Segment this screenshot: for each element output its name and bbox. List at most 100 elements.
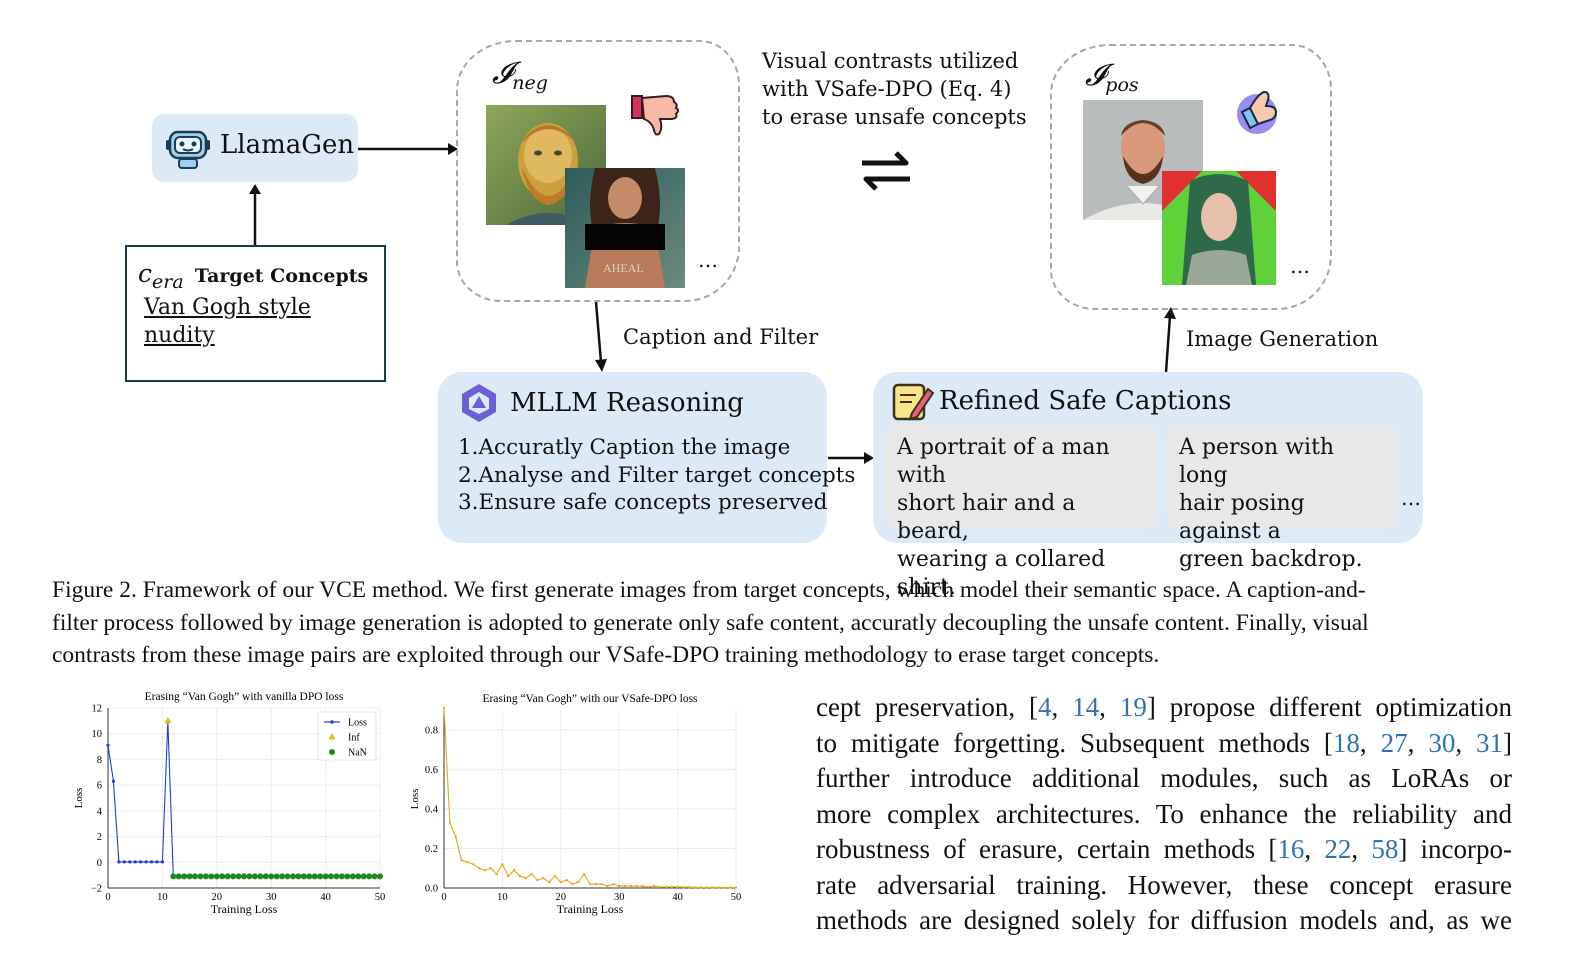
nan-marker: [241, 873, 247, 880]
y-tick-label: 10: [92, 729, 103, 740]
data-point: [658, 885, 662, 889]
nan-marker: [306, 873, 313, 880]
arrow-neg-to-mllm: [594, 301, 607, 372]
series-line: [107, 720, 174, 877]
arrow-mllm-to-refined: [828, 452, 874, 464]
data-point: [477, 867, 481, 870]
nan-marker: [246, 873, 253, 880]
x-tick-label: 50: [375, 892, 386, 903]
x-tick-label: 40: [672, 892, 683, 903]
data-point: [653, 884, 656, 888]
thumbs-up-icon: [1237, 90, 1278, 134]
y-tick-label: 0.2: [425, 844, 438, 855]
chart-title: Erasing “Van Gogh” with our VSafe-DPO lo…: [482, 693, 698, 705]
data-point: [606, 884, 609, 888]
x-tick-label: 30: [266, 892, 277, 903]
swap-arrows-icon: [862, 151, 910, 191]
citation-link[interactable]: 19: [1119, 692, 1147, 722]
target-symbol: c: [138, 259, 153, 288]
x-tick-label: 0: [441, 892, 446, 903]
citation-link[interactable]: 27: [1380, 727, 1408, 758]
citation-link[interactable]: 14: [1072, 692, 1100, 722]
data-point: [106, 743, 110, 747]
nan-marker: [344, 873, 351, 880]
data-point: [507, 874, 510, 878]
thumbs-down-icon: [631, 94, 679, 136]
neg-symbol: 𝓘: [492, 56, 513, 91]
nan-marker: [224, 873, 231, 880]
nan-marker: [300, 873, 307, 880]
memo-pencil-icon: [892, 383, 934, 421]
legend-box: [317, 711, 377, 761]
data-point: [647, 885, 650, 889]
data-point: [149, 860, 154, 864]
x-tick-label: 10: [497, 892, 508, 903]
mllm-step: 2.Analyse and Filter target concepts: [458, 462, 856, 488]
data-point: [559, 880, 562, 884]
series-line: [443, 707, 736, 889]
data-point: [448, 821, 452, 824]
data-point: [547, 880, 551, 884]
nan-marker: [170, 873, 177, 880]
image-generation-label: Image Generation: [1186, 327, 1379, 351]
nan-marker: [230, 873, 237, 880]
nan-marker: [208, 873, 215, 880]
data-point: [600, 882, 603, 886]
pos-symbol-sub: pos: [1105, 74, 1139, 96]
data-point: [117, 860, 121, 864]
data-point: [577, 880, 580, 884]
y-tick-label: 0.6: [425, 765, 438, 776]
x-tick-label: 40: [320, 892, 331, 903]
nan-marker: [257, 873, 264, 880]
citation-link[interactable]: 31: [1476, 727, 1504, 758]
safe-caption-card: A person with long hair posing against a…: [1167, 424, 1397, 572]
x-axis-label: Training Loss: [557, 902, 624, 916]
citation-link[interactable]: 18: [1332, 727, 1360, 758]
nan-marker: [235, 873, 242, 880]
nan-marker: [279, 873, 286, 880]
woman-portrait-image: [1162, 171, 1276, 285]
pos-ellipsis: …: [1290, 254, 1310, 278]
y-tick-label: 6: [97, 781, 102, 792]
data-point: [466, 861, 469, 864]
nan-marker: [273, 873, 280, 880]
x-tick-label: 20: [212, 892, 223, 903]
data-point: [618, 884, 621, 888]
caption-line: filter process followed by image generat…: [52, 609, 1369, 636]
data-point: [670, 885, 673, 889]
target-item: Van Gogh style: [144, 295, 311, 320]
nan-marker: [197, 873, 204, 880]
data-point: [524, 876, 527, 880]
data-point: [495, 872, 498, 876]
x-axis-label: Training Loss: [211, 902, 278, 916]
body-line: robustness of erasure, certain methods […: [816, 834, 1513, 864]
citation-link[interactable]: 30: [1428, 727, 1456, 758]
data-point: [144, 860, 148, 864]
data-point: [711, 886, 714, 889]
nan-marker: [213, 873, 220, 880]
data-point: [699, 886, 703, 889]
citation-link[interactable]: 22: [1324, 834, 1352, 864]
data-point: [594, 882, 598, 886]
neg-symbol-sub: neg: [512, 72, 548, 94]
y-tick-label: 4: [97, 806, 103, 817]
qwen-logo-icon: [462, 384, 496, 422]
nan-marker: [333, 873, 340, 880]
data-point: [122, 860, 126, 864]
body-line: rate adversarial training. However, thes…: [816, 869, 1512, 900]
nan-marker: [355, 873, 362, 880]
target-title: Target Concepts: [194, 265, 369, 287]
nan-marker: [360, 873, 367, 880]
y-tick-label: 0: [97, 858, 102, 869]
llamagen-label: LlamaGen: [220, 130, 355, 160]
body-line: more complex architectures. To enhance t…: [816, 798, 1512, 829]
x-tick-label: 0: [105, 892, 110, 903]
citation-link[interactable]: 4: [1038, 692, 1052, 722]
citation-link[interactable]: 16: [1277, 834, 1305, 864]
chart-title: Erasing “Van Gogh” with vanilla DPO loss: [145, 691, 344, 703]
y-tick-label: 12: [92, 704, 103, 715]
data-point: [571, 882, 574, 886]
data-point: [635, 884, 638, 888]
citation-link[interactable]: 58: [1371, 834, 1399, 864]
nan-marker: [284, 873, 291, 880]
